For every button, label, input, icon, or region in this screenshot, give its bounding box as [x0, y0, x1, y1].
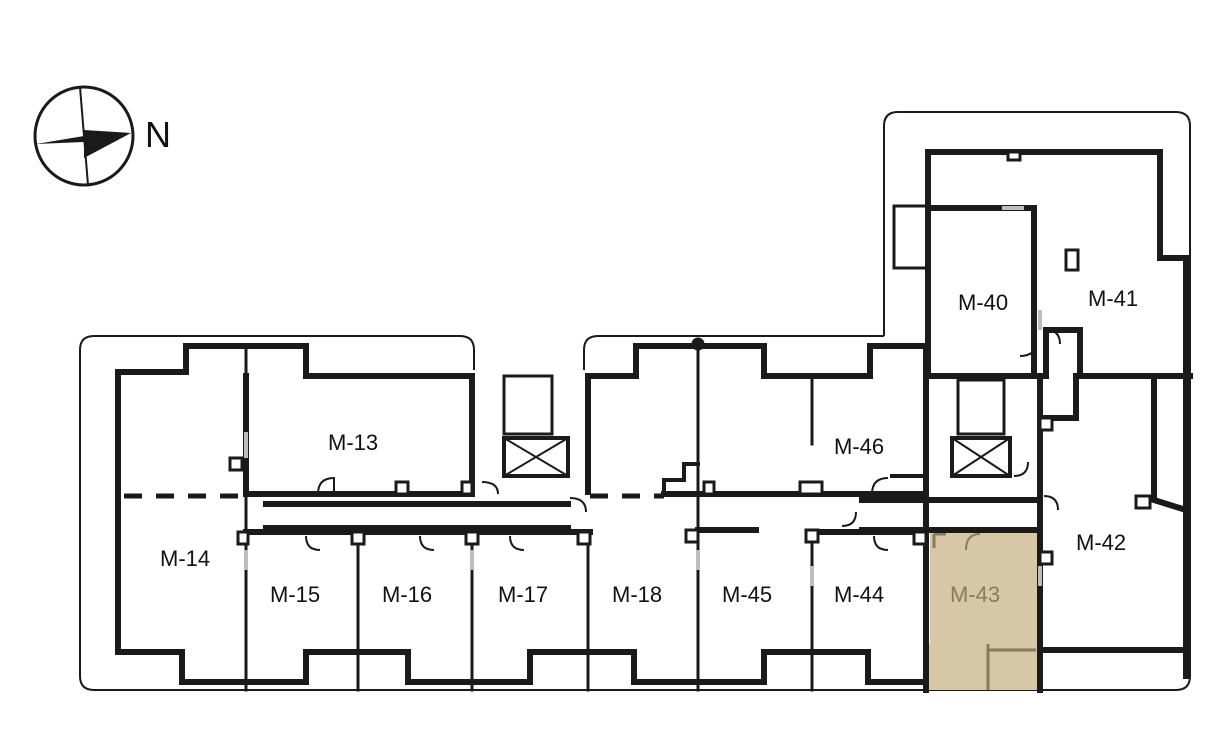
doors [305, 329, 1061, 551]
compass-north-label: N [145, 114, 171, 155]
unit-m45-label: M-45 [722, 582, 772, 607]
unit-m45[interactable]: M-45 [702, 534, 810, 650]
unit-m15-label: M-15 [270, 582, 320, 607]
unit-m14-label: M-14 [160, 546, 210, 571]
unit-m46[interactable]: M-46 [702, 380, 924, 490]
unit-m16-label: M-16 [382, 582, 432, 607]
unit-m16[interactable]: M-16 [362, 536, 470, 650]
windows [244, 206, 1042, 586]
unit-m44-label: M-44 [834, 582, 884, 607]
unit-m43-label: M-43 [950, 582, 1000, 607]
unit-m13-label: M-13 [328, 430, 378, 455]
unit-m43-area [928, 532, 1040, 690]
unit-labels: M-13 M-14 M-15 M-16 M-17 M-18 M-40 M-41 [122, 156, 1184, 688]
unit-m42[interactable]: M-42 [1044, 380, 1184, 648]
compass: N [33, 85, 171, 187]
compass-tail [36, 136, 84, 144]
unit-m41-label: M-41 [1088, 286, 1138, 311]
unit-m40[interactable]: M-40 [932, 212, 1032, 374]
unit-m13[interactable]: M-13 [250, 380, 470, 492]
unit-m17[interactable]: M-17 [476, 536, 586, 650]
footprint-outline [79, 111, 1191, 691]
unit-m17-label: M-17 [498, 582, 548, 607]
unit-m44[interactable]: M-44 [816, 536, 924, 650]
unit-m18[interactable]: M-18 [592, 380, 696, 650]
unit-m14[interactable]: M-14 [122, 498, 244, 650]
unit-m46-label: M-46 [834, 434, 884, 459]
unit-m18-label: M-18 [612, 582, 662, 607]
unit-m40-label: M-40 [958, 290, 1008, 315]
north-arrow-icon [84, 130, 131, 158]
unit-m43[interactable]: M-43 [930, 534, 1038, 688]
columns [228, 150, 1152, 566]
unit-m15[interactable]: M-15 [250, 536, 356, 650]
unit-m42-label: M-42 [1076, 530, 1126, 555]
unit-m41[interactable]: M-41 [1038, 156, 1184, 374]
